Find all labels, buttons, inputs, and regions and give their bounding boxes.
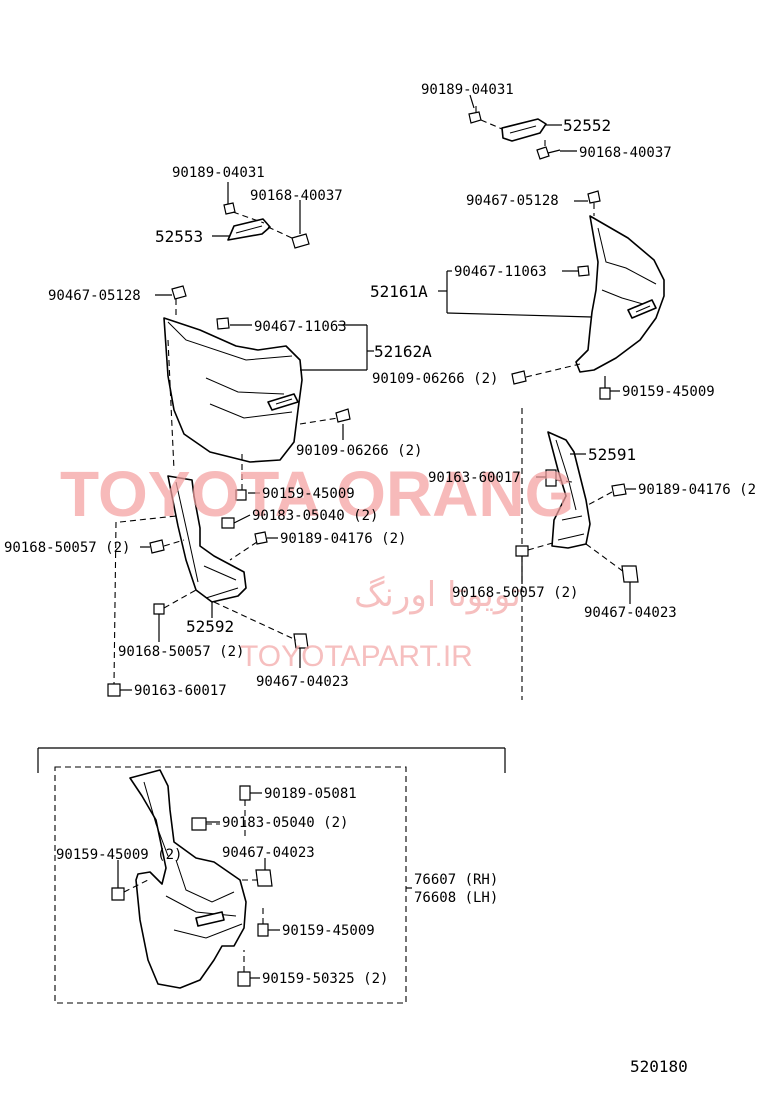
screw-90168-50057-right (515, 545, 529, 557)
label-52591: 52591 (588, 445, 636, 464)
clip-90467-04023-left (293, 633, 309, 649)
screw-90163-60017-left (107, 683, 121, 697)
label-76608: 76608 (LH) (414, 890, 498, 906)
clip-90467-05128-right (587, 190, 601, 204)
clip-90467-04023-right (621, 565, 639, 583)
nut-90183-05040-box (191, 817, 207, 831)
diagram-code: 520180 (630, 1057, 688, 1076)
label-52161A: 52161A (370, 282, 428, 301)
label-90159-45009-left: 90159-45009 (262, 486, 355, 502)
screw-90168-40037-left (291, 233, 310, 249)
screw-90109-06266-right (511, 370, 527, 385)
label-76607: 76607 (RH) (414, 872, 498, 888)
label-90189-04176-left: 90189-04176 (2) (280, 531, 406, 547)
nut-90183-05040-left (221, 517, 235, 529)
watermark-site: TOYOTAPART.IR (240, 640, 473, 673)
label-90467-11063-left: 90467-11063 (254, 319, 347, 335)
screw-90159-45009-left (235, 489, 247, 501)
label-90168-50057-left-a: 90168-50057 (2) (4, 540, 130, 556)
bracket-52553 (227, 218, 271, 241)
clip-90189-04031-top (468, 111, 482, 124)
screw-90159-45009-box-b (257, 923, 269, 937)
label-90467-11063-right: 90467-11063 (454, 264, 547, 280)
panel-52161A (575, 215, 665, 373)
label-90189-04176-right: 90189-04176 (2 (638, 482, 756, 498)
bracket-52552 (501, 118, 547, 142)
mudguard-76607 (129, 769, 247, 989)
label-90467-05128-left: 90467-05128 (48, 288, 141, 304)
label-90159-45009-box-b: 90159-45009 (282, 923, 375, 939)
kit-bracket-line (37, 747, 506, 773)
bracket-52591 (547, 431, 591, 549)
label-90189-04031-left: 90189-04031 (172, 165, 265, 181)
label-90163-60017-left: 90163-60017 (134, 683, 227, 699)
label-90467-04023-right: 90467-04023 (584, 605, 677, 621)
watermark-persian: تویوتا اورنگ (354, 575, 521, 615)
screw-90109-06266-left (335, 408, 351, 423)
clip-90467-11063-left (216, 317, 230, 330)
clip-90189-04176-left (254, 531, 268, 545)
label-52162A: 52162A (374, 342, 432, 361)
label-90189-04031-top: 90189-04031 (421, 82, 514, 98)
label-90189-05081: 90189-05081 (264, 786, 357, 802)
label-90109-06266-right: 90109-06266 (2) (372, 371, 498, 387)
label-52552: 52552 (563, 116, 611, 135)
panel-52162A (163, 317, 303, 463)
label-90183-05040-left: 90183-05040 (2) (252, 508, 378, 524)
screw-90163-60017-right (545, 469, 557, 487)
screw-90159-45009-box-a (111, 887, 125, 901)
label-90467-05128-right: 90467-05128 (466, 193, 559, 209)
label-90168-40037-top: 90168-40037 (579, 145, 672, 161)
label-90159-45009-box-a: 90159-45009 (2) (56, 847, 182, 863)
label-90168-50057-left-b: 90168-50057 (2) (118, 644, 244, 660)
screw-90168-50057-left-b (153, 603, 165, 615)
label-52592: 52592 (186, 617, 234, 636)
screw-90168-40037-top (536, 146, 561, 160)
label-90168-40037-left: 90168-40037 (250, 188, 343, 204)
screw-90168-50057-left-a (149, 539, 165, 554)
clip-90467-11063-right (577, 265, 590, 277)
screw-90159-45009-right (599, 376, 611, 400)
label-90163-60017-right: 90163-60017 (428, 470, 521, 486)
label-90467-04023-box: 90467-04023 (222, 845, 315, 861)
clip-90189-04031-left (223, 202, 236, 215)
kit-dashed-box (54, 766, 407, 1004)
bracket-52592 (167, 475, 247, 603)
label-90109-06266-left: 90109-06266 (2) (296, 443, 422, 459)
label-90159-45009-right: 90159-45009 (622, 384, 715, 400)
label-52553: 52553 (155, 227, 203, 246)
label-90467-04023-left: 90467-04023 (256, 674, 349, 690)
screw-90159-50325 (237, 971, 251, 987)
clip-90467-04023-box (255, 869, 273, 887)
label-90168-50057-right: 90168-50057 (2) (452, 585, 578, 601)
clip-90189-05081 (239, 785, 251, 801)
label-90159-50325: 90159-50325 (2) (262, 971, 388, 987)
watermark-brand: TOYOTA ORANG (60, 458, 574, 530)
clip-90467-05128-left (171, 285, 187, 300)
label-90183-05040-box: 90183-05040 (2) (222, 815, 348, 831)
clip-90189-04176-right (611, 483, 627, 497)
